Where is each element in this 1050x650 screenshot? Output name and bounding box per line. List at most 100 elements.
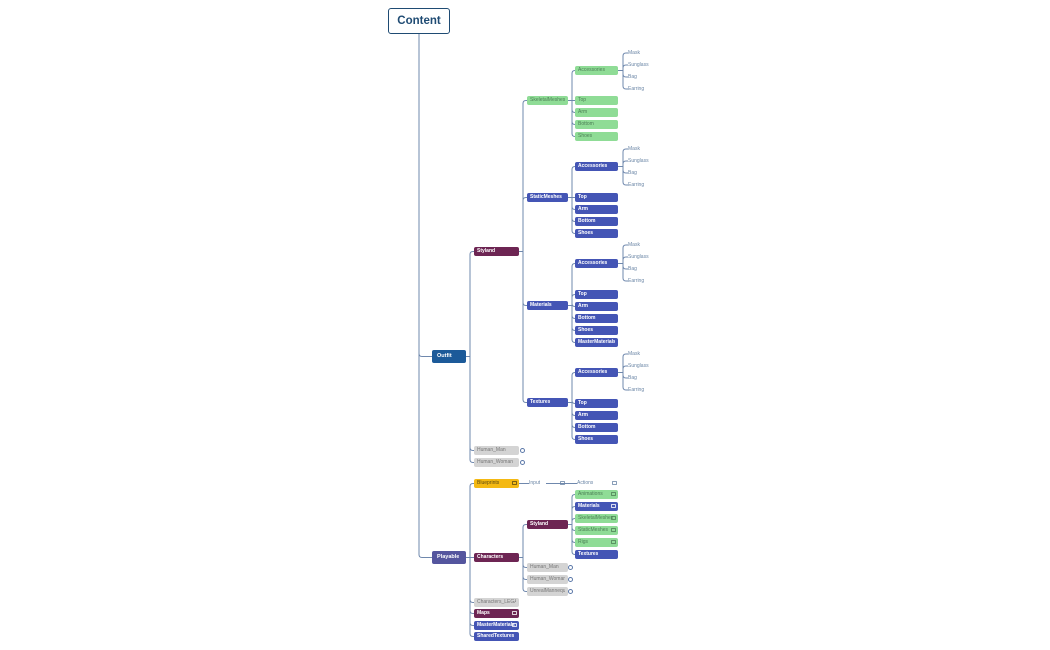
node-top[interactable]: Top — [575, 290, 618, 299]
note-icon — [512, 623, 517, 627]
node-textures[interactable]: Textures — [575, 550, 618, 559]
leaf-mask[interactable]: Mask — [628, 145, 650, 153]
node-characters[interactable]: Characters — [474, 553, 519, 562]
node-accessories[interactable]: Accessories — [575, 66, 618, 75]
node-staticmeshes[interactable]: StaticMeshes — [527, 193, 568, 202]
node-label: Sunglass — [628, 254, 649, 260]
node-shoes[interactable]: Shoes — [575, 435, 618, 444]
node-top[interactable]: Top — [575, 399, 618, 408]
node-bottom[interactable]: Bottom — [575, 217, 618, 226]
node-accessories[interactable]: Accessories — [575, 368, 618, 377]
node-maps[interactable]: Maps — [474, 609, 519, 618]
node-characters-legacy[interactable]: Characters_LEGACY — [474, 598, 519, 607]
node-textures[interactable]: Textures — [527, 398, 568, 407]
node-shared-textures[interactable]: SharedTextures — [474, 632, 519, 641]
node-shoes[interactable]: Shoes — [575, 229, 618, 238]
leaf-sunglass[interactable]: Sunglass — [628, 157, 650, 165]
node-skeletalmeshes[interactable]: SkeletalMeshes — [575, 514, 618, 523]
connector-line — [618, 263, 628, 282]
connector-line — [618, 365, 628, 373]
connector-line — [519, 524, 527, 558]
node-bottom[interactable]: Bottom — [575, 120, 618, 129]
expand-toggle-icon[interactable] — [568, 589, 573, 594]
node-input[interactable]: Input — [529, 479, 551, 488]
node-label: Sunglass — [628, 363, 649, 369]
node-top[interactable]: Top — [575, 193, 618, 202]
node-skeletalmeshes[interactable]: SkeletalMeshes — [527, 96, 568, 105]
node-label: Styland — [530, 521, 549, 527]
node-rigs[interactable]: Rigs — [575, 538, 618, 547]
node-label: Mask — [628, 351, 640, 357]
node-blueprints[interactable]: Blueprints — [474, 479, 519, 488]
node-shoes[interactable]: Shoes — [575, 132, 618, 141]
node-actions[interactable]: Actions — [577, 479, 599, 488]
leaf-sunglass[interactable]: Sunglass — [628, 362, 650, 370]
node-accessories[interactable]: Accessories — [575, 162, 618, 171]
connector-line — [568, 294, 576, 306]
node-playable[interactable]: Playable — [432, 551, 466, 564]
expand-toggle-icon[interactable] — [568, 565, 573, 570]
connector-line — [618, 70, 628, 90]
root-node-content[interactable]: Content — [388, 8, 450, 34]
connector-line — [618, 52, 628, 71]
leaf-earring[interactable]: Earring — [628, 386, 650, 394]
connector-line — [618, 160, 628, 167]
node-label: Maps — [477, 610, 490, 616]
node-bottom[interactable]: Bottom — [575, 423, 618, 432]
node-label: Human_Man — [477, 447, 506, 453]
connector-line — [618, 64, 628, 71]
leaf-bag[interactable]: Bag — [628, 73, 650, 81]
leaf-bag[interactable]: Bag — [628, 265, 650, 273]
node-bottom[interactable]: Bottom — [575, 314, 618, 323]
node-accessories[interactable]: Accessories — [575, 259, 618, 268]
node-label: Bag — [628, 266, 637, 272]
node-arm[interactable]: Arm — [575, 302, 618, 311]
node-label: Human_Man — [530, 564, 559, 570]
node-characters-human-man[interactable]: Human_Man — [527, 563, 568, 572]
node-characters-styland[interactable]: Styland — [527, 520, 568, 529]
node-label: Bottom — [578, 121, 594, 127]
expand-toggle-icon[interactable] — [520, 448, 525, 453]
leaf-mask[interactable]: Mask — [628, 241, 650, 249]
node-outfit-styland[interactable]: Styland — [474, 247, 519, 256]
node-label: Materials — [578, 503, 600, 509]
leaf-bag[interactable]: Bag — [628, 169, 650, 177]
node-arm[interactable]: Arm — [575, 108, 618, 117]
leaf-mask[interactable]: Mask — [628, 350, 650, 358]
connector-line — [618, 256, 628, 264]
node-label: SkeletalMeshes — [530, 97, 565, 103]
node-label: Top — [578, 291, 587, 297]
leaf-sunglass[interactable]: Sunglass — [628, 253, 650, 261]
node-characters-human-woman[interactable]: Human_Woman — [527, 575, 568, 584]
expand-toggle-icon[interactable] — [568, 577, 573, 582]
node-master-materials[interactable]: MasterMaterials — [474, 621, 519, 630]
note-icon — [560, 481, 565, 485]
leaf-mask[interactable]: Mask — [628, 49, 650, 57]
node-staticmeshes[interactable]: StaticMeshes — [575, 526, 618, 535]
node-top[interactable]: Top — [575, 96, 618, 105]
node-animations[interactable]: Animations — [575, 490, 618, 499]
node-arm[interactable]: Arm — [575, 205, 618, 214]
leaf-sunglass[interactable]: Sunglass — [628, 61, 650, 69]
leaf-earring[interactable]: Earring — [628, 85, 650, 93]
node-label: Human_Woman — [477, 459, 514, 465]
node-materials[interactable]: Materials — [527, 301, 568, 310]
connector-line — [519, 100, 527, 252]
node-mastermaterials[interactable]: MasterMaterials — [575, 338, 618, 347]
node-materials[interactable]: Materials — [575, 502, 618, 511]
node-arm[interactable]: Arm — [575, 411, 618, 420]
leaf-earring[interactable]: Earring — [628, 277, 650, 285]
expand-toggle-icon[interactable] — [520, 460, 525, 465]
node-label: SharedTextures — [477, 633, 515, 639]
node-outfit-human-man[interactable]: Human_Man — [474, 446, 519, 455]
node-unreal-mannequin[interactable]: UnrealMannequin — [527, 587, 568, 596]
node-outfit-human-woman[interactable]: Human_Woman — [474, 458, 519, 467]
node-shoes[interactable]: Shoes — [575, 326, 618, 335]
leaf-bag[interactable]: Bag — [628, 374, 650, 382]
leaf-earring[interactable]: Earring — [628, 181, 650, 189]
connector-line — [568, 70, 576, 101]
node-outfit[interactable]: Outfit — [432, 350, 466, 363]
node-label: Blueprints — [477, 480, 500, 486]
note-icon — [611, 516, 616, 520]
